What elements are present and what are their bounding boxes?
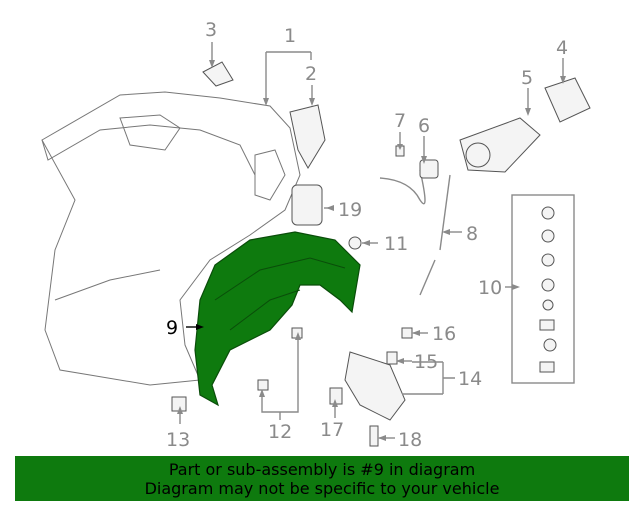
part-9-wheel-liner[interactable] <box>194 231 361 407</box>
banner-line-2: Diagram may not be specific to your vehi… <box>144 478 500 498</box>
exploded-parts-diagram: 1 2 3 4 5 6 7 8 9 10 11 12 13 14 15 16 1… <box>41 19 591 451</box>
arrowheads <box>177 60 566 441</box>
arrowhead-9 <box>196 324 204 330</box>
part-15-nut[interactable] <box>386 351 398 365</box>
callout-6[interactable]: 6 <box>418 115 430 137</box>
quarter-panel-body <box>41 91 301 386</box>
info-banner: Part or sub-assembly is #9 in diagram Di… <box>15 456 629 501</box>
callout-17[interactable]: 17 <box>320 419 344 441</box>
callout-4[interactable]: 4 <box>556 37 568 59</box>
callout-11[interactable]: 11 <box>384 233 408 255</box>
callout-7[interactable]: 7 <box>394 110 406 132</box>
part-6-cable <box>379 169 426 205</box>
callout-19[interactable]: 19 <box>338 199 362 221</box>
part-17-clip[interactable] <box>329 387 343 405</box>
part-12-screw-a[interactable] <box>257 379 269 391</box>
callout-1[interactable]: 1 <box>284 25 296 47</box>
part-11-clip[interactable] <box>348 236 362 250</box>
callout-3[interactable]: 3 <box>205 19 217 41</box>
callout-16[interactable]: 16 <box>432 323 456 345</box>
callout-8[interactable]: 8 <box>466 223 478 245</box>
callout-15[interactable]: 15 <box>414 351 438 373</box>
part-8-hose[interactable] <box>419 174 451 296</box>
banner-line-1: Part or sub-assembly is #9 in diagram <box>168 459 476 479</box>
callout-2[interactable]: 2 <box>305 63 317 85</box>
callout-10[interactable]: 10 <box>478 277 502 299</box>
part-5-filler-neck <box>465 142 491 168</box>
part-14-bracket[interactable] <box>344 351 406 421</box>
callout-12[interactable]: 12 <box>268 421 292 443</box>
callout-5[interactable]: 5 <box>521 67 533 89</box>
part-19-panel[interactable] <box>291 184 323 226</box>
part-10-hardware <box>539 206 557 373</box>
part-16-screw[interactable] <box>401 327 413 339</box>
callout-9[interactable]: 9 <box>166 317 178 339</box>
part-2-bracket[interactable] <box>289 104 326 169</box>
part-4-fuel-door[interactable] <box>544 77 591 123</box>
callout-labels: 1 2 3 4 5 6 7 8 9 10 11 12 13 14 15 16 1… <box>166 19 568 451</box>
callout-14[interactable]: 14 <box>458 368 482 390</box>
part-18-bolt[interactable] <box>369 425 379 447</box>
callout-13[interactable]: 13 <box>166 429 190 451</box>
part-6-actuator[interactable] <box>419 159 439 179</box>
part-3-bracket[interactable] <box>202 61 234 87</box>
callout-18[interactable]: 18 <box>398 429 422 451</box>
